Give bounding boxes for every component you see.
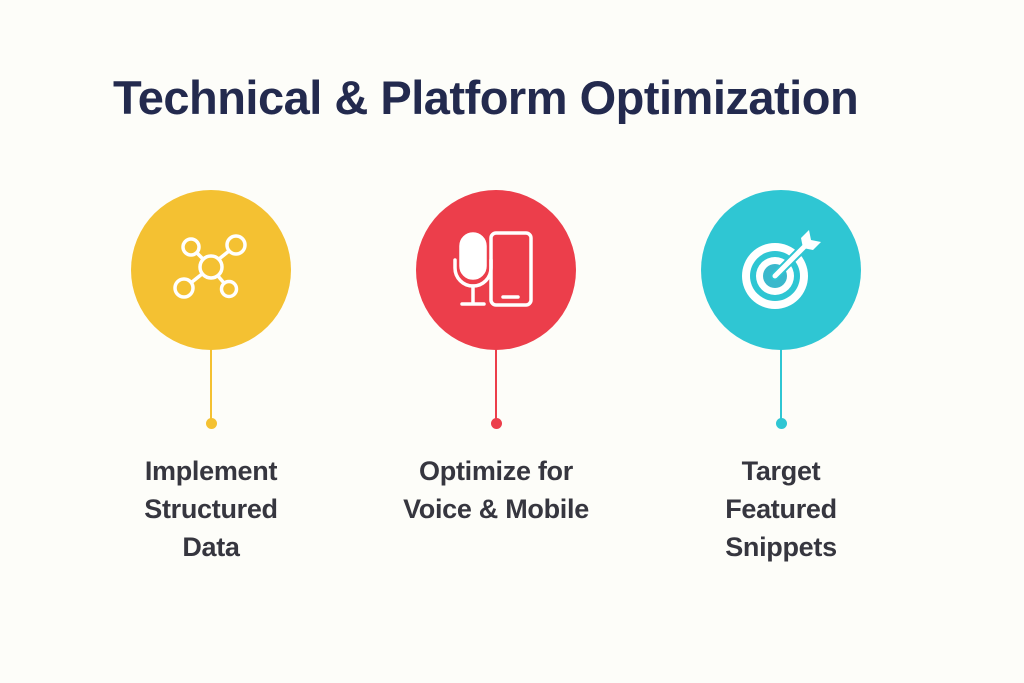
microphone-smartphone-icon bbox=[453, 231, 533, 307]
target-arrow-icon bbox=[742, 230, 821, 309]
connector-line bbox=[495, 348, 497, 424]
connector-dot bbox=[775, 418, 787, 429]
connector-dot bbox=[490, 418, 502, 429]
step-label: Target Featured Snippets bbox=[725, 456, 837, 562]
connector-line bbox=[210, 348, 212, 424]
step-label: Implement Structured Data bbox=[144, 456, 278, 562]
step-circle bbox=[416, 190, 576, 350]
network-nodes-icon bbox=[173, 234, 247, 299]
page-title: Technical & Platform Optimization bbox=[113, 71, 859, 124]
step-label: Optimize for Voice & Mobile bbox=[403, 456, 589, 524]
connector-line bbox=[780, 348, 782, 424]
connector-dot bbox=[205, 418, 217, 429]
step-circle bbox=[131, 190, 291, 350]
step-circle bbox=[701, 190, 861, 350]
